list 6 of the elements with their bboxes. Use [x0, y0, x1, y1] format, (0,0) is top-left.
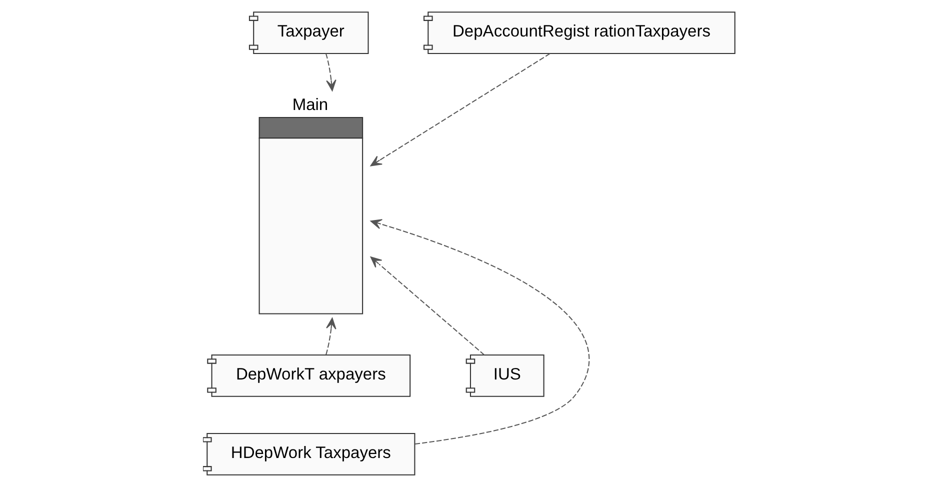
arrow: [370, 256, 484, 356]
arrow: [370, 219, 589, 444]
node-label: Main: [292, 95, 328, 114]
arrow: [325, 318, 336, 355]
arrow: [324, 53, 336, 92]
arrow: [370, 53, 550, 166]
